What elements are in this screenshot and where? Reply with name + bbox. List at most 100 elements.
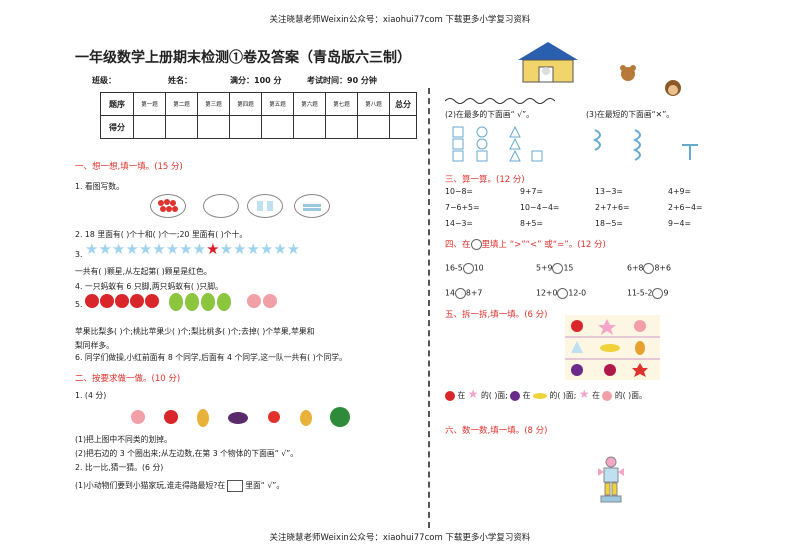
compare-left: 11-5-2 bbox=[627, 288, 653, 298]
q5-text-line1: 苹果比梨多( )个;桃比苹果少( )个;梨比桃多( )个;去掉( )个苹果,苹果… bbox=[75, 327, 315, 336]
q5-number: 5. bbox=[75, 300, 83, 309]
star-icon: ★ bbox=[152, 240, 166, 258]
compare-left: 16-5 bbox=[445, 263, 463, 273]
right-b-text: (3)在最短的下面画“✕”。 bbox=[586, 110, 675, 119]
compare-circle-icon bbox=[470, 239, 482, 250]
compare-circle[interactable] bbox=[552, 263, 564, 274]
compare-circle[interactable] bbox=[454, 288, 466, 299]
compare-2-2: 12+0 12-0 bbox=[536, 288, 586, 299]
star-icon: ★ bbox=[259, 240, 274, 258]
q4-text: 4. 一只蚂蚁有 6 只脚,两只蚂蚁有( )只脚。 bbox=[75, 282, 223, 291]
compare-left: 6+8 bbox=[627, 263, 644, 273]
pencils-oval-picture bbox=[294, 194, 330, 218]
section-5-title: 五、拆一拆,填一填。(6 分) bbox=[445, 310, 548, 320]
compare-circle[interactable] bbox=[643, 263, 655, 274]
s5-text: 在 bbox=[457, 391, 466, 400]
q2-text: 2. 18 里面有( )个十和( )个一;20 里面有( )个十。 bbox=[75, 230, 248, 239]
page-title: 一年级数学上册期末检测①卷及答案（青岛版六三制） bbox=[75, 50, 411, 66]
compare-circle[interactable] bbox=[462, 263, 474, 274]
section-4-title-b: 里填上 “>”“<” 或“=”。(12 分) bbox=[481, 240, 606, 250]
fruit-shelf-picture bbox=[565, 315, 660, 380]
name-label: 姓名： bbox=[168, 76, 192, 85]
score-cell[interactable] bbox=[229, 115, 262, 139]
s2-b-text: (2)把右边的 3 个圈出来;从左边数,在第 3 个物体的下面画“ √”。 bbox=[75, 449, 299, 458]
s5-text: 在 bbox=[592, 391, 600, 400]
compare-right: 8+7 bbox=[465, 288, 483, 298]
score-table-col-5: 第五题 bbox=[261, 92, 294, 116]
score-table-col-3: 第三题 bbox=[197, 92, 230, 116]
compare-circle[interactable] bbox=[652, 288, 664, 299]
calc-1-2: 9+7= bbox=[520, 187, 543, 196]
monkey-icon bbox=[665, 80, 681, 96]
fruits-compare-picture bbox=[85, 293, 277, 311]
score-cell[interactable] bbox=[133, 115, 166, 139]
s5-text: 的( )面; bbox=[549, 391, 577, 400]
s2-a-text: (1)把上图中不同类的划掉。 bbox=[75, 435, 172, 444]
page-header: 关注晓慧老师Weixin公众号：xiaohui77com 下载更多小学复习资料 bbox=[269, 15, 531, 25]
star-icon: ★ bbox=[246, 240, 260, 258]
score-cell[interactable] bbox=[357, 115, 390, 139]
s2-c-text: (1)小动物们要到小猫家玩,谁走得路最短?在 里面“ √”。 bbox=[75, 480, 284, 492]
objects-row-picture bbox=[131, 407, 350, 427]
star-icon: ★ bbox=[125, 240, 139, 258]
s2-c-text-b: 里面“ √”。 bbox=[245, 481, 285, 490]
q1-text: 1. 看图写数。 bbox=[75, 182, 124, 191]
red-star-icon: ★ bbox=[206, 240, 220, 258]
calc-2-1: 7−6+5= bbox=[445, 203, 480, 212]
calc-1-3: 13−3= bbox=[595, 187, 623, 196]
apple-icon bbox=[445, 391, 455, 401]
section-4-title-a: 四、在 bbox=[445, 240, 471, 250]
s5-text: 在 bbox=[522, 391, 531, 400]
star-icon: ★ bbox=[165, 240, 180, 258]
score-cell[interactable] bbox=[261, 115, 294, 139]
score-cell[interactable] bbox=[293, 115, 326, 139]
star-icon: ★ bbox=[98, 240, 112, 258]
compare-right: 12-0 bbox=[568, 288, 587, 298]
banana-icon bbox=[533, 393, 548, 399]
compare-2-3: 11-5-2 9 bbox=[627, 288, 668, 299]
section-3-title: 三、算一算。(12 分) bbox=[445, 175, 525, 185]
compare-right: 8+6 bbox=[654, 263, 671, 273]
star-icon: ★ bbox=[219, 240, 233, 258]
score-cell[interactable] bbox=[165, 115, 198, 139]
score-table-col-6: 第六题 bbox=[293, 92, 326, 116]
s2-q2-text: 2. 比一比,猜一猜。(6 分) bbox=[75, 463, 164, 472]
q5-text-line2: 梨同样多。 bbox=[75, 341, 114, 350]
s5-text: 的( )面。 bbox=[614, 391, 647, 400]
star-icon: ★ bbox=[179, 240, 193, 258]
answer-box[interactable] bbox=[227, 480, 244, 492]
shape-robot-picture bbox=[598, 456, 624, 503]
s5-text: 的( )面; bbox=[481, 391, 508, 400]
section-4-title: 四、在里填上 “>”“<” 或“=”。(12 分) bbox=[445, 238, 606, 250]
bear-icon bbox=[620, 65, 636, 81]
ribbons-picture bbox=[592, 129, 698, 161]
s5-answer-line: 在 ★ 的( )面; 在 的( )面; ★ 在 的( )面。 bbox=[445, 387, 647, 401]
empty-oval-picture bbox=[203, 194, 239, 218]
cat-house-illustration bbox=[518, 42, 578, 83]
compare-left: 12+0 bbox=[536, 288, 558, 298]
score-table-col-2: 第二题 bbox=[165, 92, 198, 116]
score-cell[interactable] bbox=[389, 115, 417, 139]
section-1-title: 一、想一想,填一填。(15 分) bbox=[75, 162, 183, 172]
star-icon: ★ bbox=[467, 387, 479, 401]
score-cell[interactable] bbox=[197, 115, 230, 139]
calc-1-1: 10−8= bbox=[445, 187, 473, 196]
calc-3-1: 14−3= bbox=[445, 219, 473, 228]
star-icon: ★ bbox=[111, 240, 126, 258]
compare-circle[interactable] bbox=[557, 288, 569, 299]
calc-2-2: 10−4−4= bbox=[520, 203, 560, 212]
score-table-header-row: 题序 第一题 第二题 第三题 第四题 第五题 第六题 第七题 第八题 总分 bbox=[100, 92, 417, 116]
calc-2-4: 2+6−4= bbox=[668, 203, 703, 212]
section-6-title: 六、数一数,填一填。(8 分) bbox=[445, 426, 548, 436]
compare-right: 9 bbox=[663, 288, 669, 298]
calc-3-2: 8+5= bbox=[520, 219, 543, 228]
column-divider bbox=[428, 88, 430, 528]
grape-icon bbox=[510, 391, 521, 401]
score-table-col-4: 第四题 bbox=[229, 92, 262, 116]
score-table-order-label: 题序 bbox=[100, 92, 134, 116]
score-cell[interactable] bbox=[325, 115, 358, 139]
s2-c-text-a: (1)小动物们要到小猫家玩,谁走得路最短?在 bbox=[75, 481, 226, 490]
